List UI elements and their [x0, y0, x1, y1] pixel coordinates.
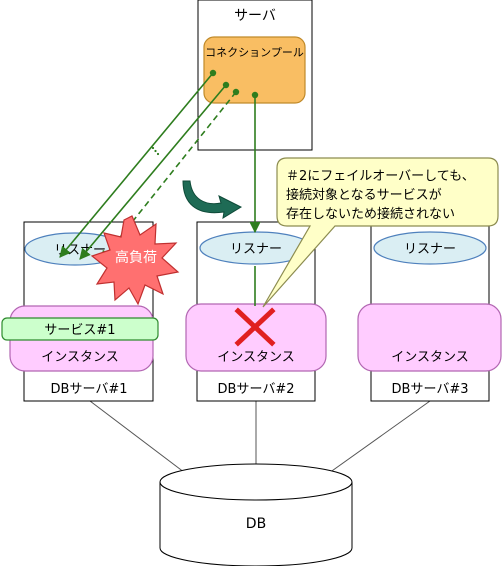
db-server-3-instance-label: インスタンス [391, 350, 468, 365]
callout-line-3: 存在しないため接続されない [286, 206, 455, 222]
db-server-1-name: DBサーバ#1 [51, 382, 128, 397]
db-server-1-service-label: サービス#1 [44, 323, 115, 338]
callout-shape [262, 157, 499, 308]
db-server-3-listener [373, 231, 487, 265]
database-cylinder: DB [159, 463, 353, 566]
connection-pool-label: コネクションプール [205, 46, 304, 59]
db-server-1-service [1, 317, 159, 341]
database-label: DB [246, 516, 266, 532]
curved-failover-arrow [182, 180, 243, 219]
connection-origin-dots [209, 69, 259, 99]
connection-arrow-1 [59, 72, 214, 258]
db-server-2: リスナー インスタンス DBサーバ#2 [185, 221, 327, 402]
failure-x-icon [234, 307, 276, 347]
callout-line-1: ＃2にフェイルオーバーしても、 [286, 169, 475, 184]
db-server-3-name: DBサーバ#3 [392, 382, 469, 397]
callout-line-2: 接続対象となるサービスが [286, 187, 442, 203]
ellipsis-dots [151, 146, 160, 156]
db-server-2-listener-label: リスナー [230, 242, 282, 257]
db-server-2-name: DBサーバ#2 [218, 382, 295, 397]
high-load-burst: 高負荷 [90, 215, 180, 306]
app-server: サーバ コネクションプール [197, 0, 313, 151]
db-server-3-listener-label: リスナー [404, 242, 456, 257]
db-server-1: リスナー サービス#1 インスタンス DBサーバ#1 [1, 221, 159, 402]
db-server-1-instance-label: インスタンス [41, 350, 118, 365]
db-server-3-instance [357, 303, 502, 372]
callout: ＃2にフェイルオーバーしても、 接続対象となるサービスが 存在しないため接続され… [262, 157, 499, 308]
high-load-label: 高負荷 [115, 249, 157, 266]
db-server-2-instance-label: インスタンス [217, 350, 294, 365]
app-server-title: サーバ [234, 8, 276, 24]
db-server-3: リスナー インスタンス DBサーバ#3 [357, 221, 502, 402]
connection-arrow-2 [79, 84, 227, 260]
db-server-2-instance [185, 303, 327, 372]
